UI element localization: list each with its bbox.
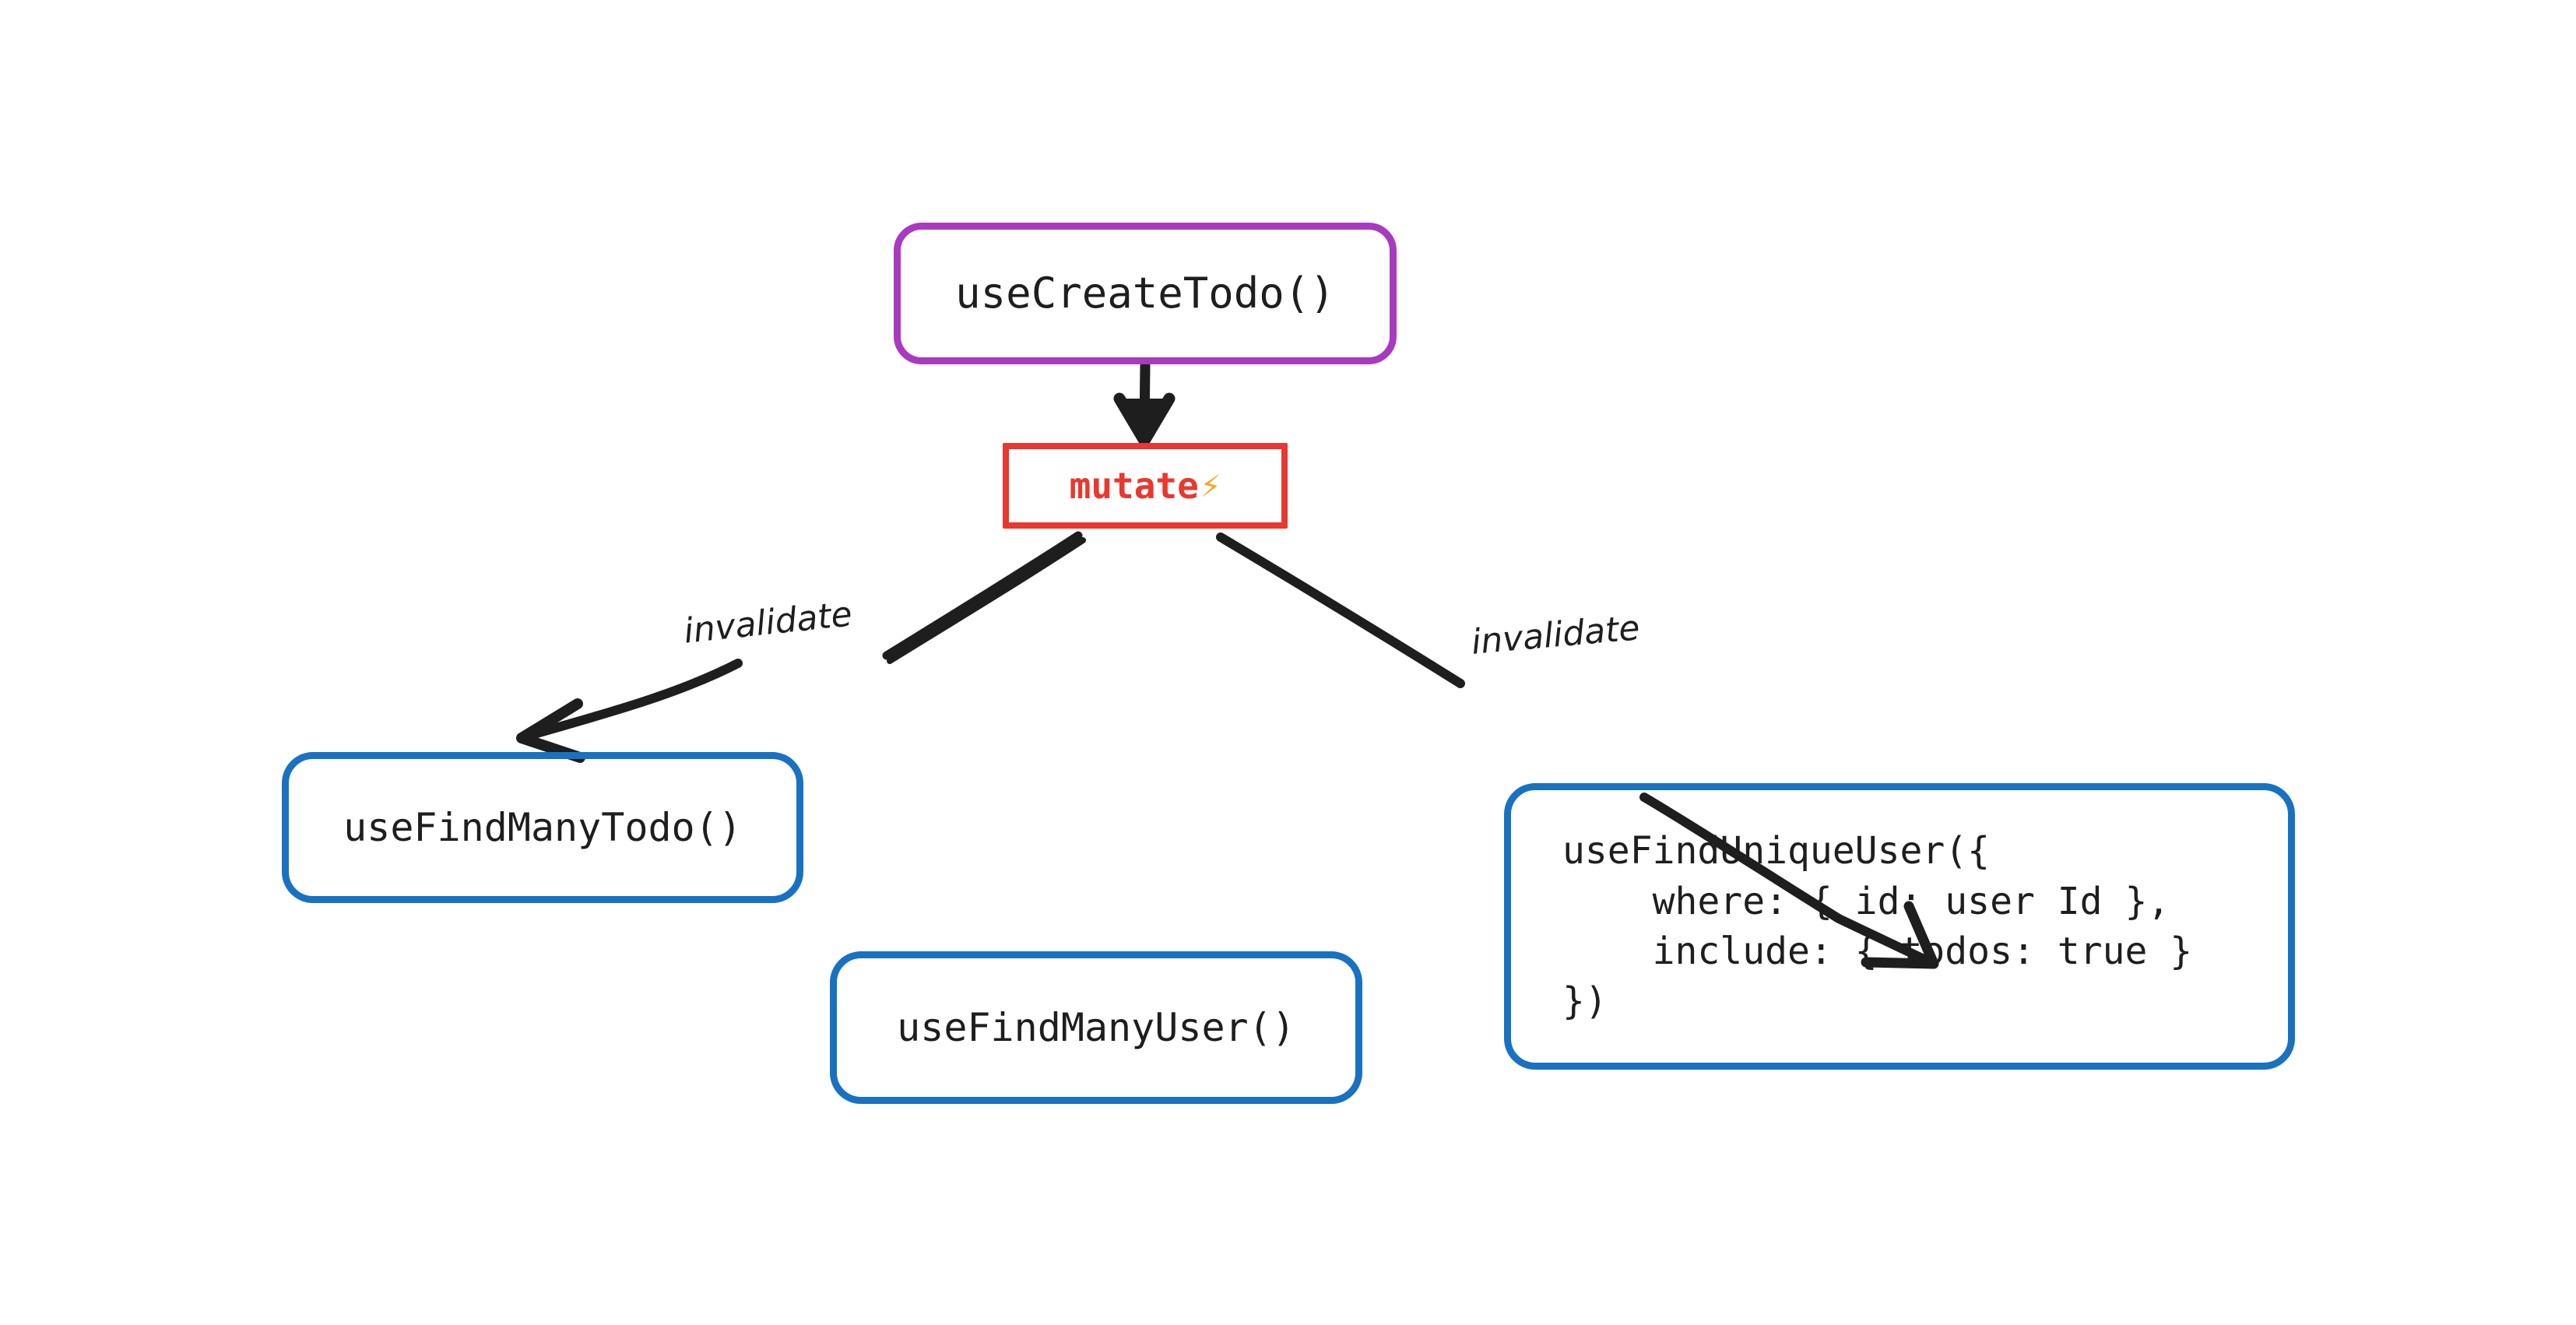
node-label-mutate: mutate⚡ (1070, 462, 1221, 510)
node-label-use-find-many-user: useFindManyUser() (897, 1005, 1295, 1050)
node-use-find-unique-user[interactable]: useFindUniqueUser({ where: { id: user Id… (1504, 783, 2295, 1070)
node-use-create-todo[interactable]: useCreateTodo() (894, 223, 1397, 364)
lightning-bolt-icon: ⚡ (1200, 466, 1221, 505)
edge-mutate-to-find-many-todo (516, 531, 1086, 763)
edge-create-to-mutate (1113, 360, 1176, 447)
node-use-find-many-todo[interactable]: useFindManyTodo() (282, 752, 803, 903)
node-label-use-find-many-todo: useFindManyTodo() (343, 805, 742, 850)
edge-mutate-to-find-unique-user (1216, 532, 1939, 969)
node-use-find-many-user[interactable]: useFindManyUser() (830, 951, 1362, 1104)
node-mutate[interactable]: mutate⚡ (1003, 443, 1288, 529)
mutate-text: mutate (1069, 464, 1199, 507)
node-label-use-find-unique-user: useFindUniqueUser({ where: { id: user Id… (1562, 829, 2193, 1024)
node-label-use-create-todo: useCreateTodo() (955, 269, 1335, 318)
